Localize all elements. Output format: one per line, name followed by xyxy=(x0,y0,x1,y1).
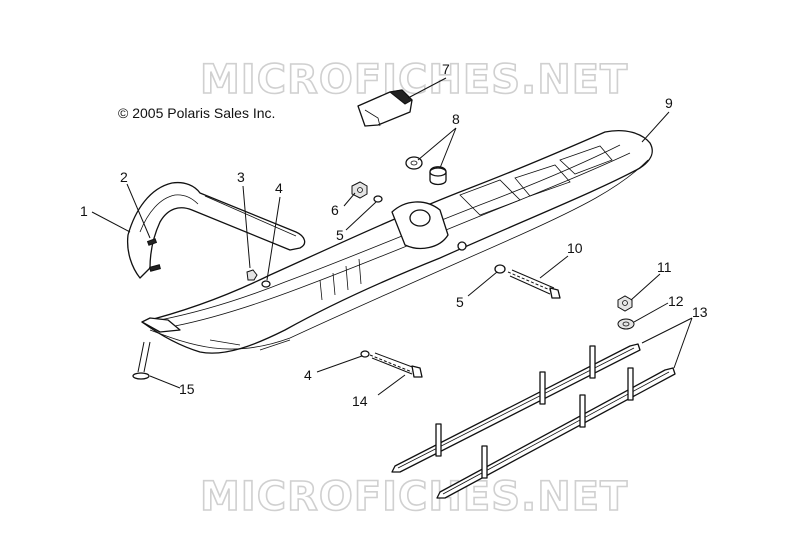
ski-ribs xyxy=(319,258,362,301)
leader-4a xyxy=(266,196,281,281)
leader-9 xyxy=(641,111,670,143)
runner-stud-1 xyxy=(435,423,442,457)
callout-1: 1 xyxy=(80,203,88,219)
leader-12 xyxy=(633,302,669,323)
watermark-top: MICROFICHES.NET xyxy=(200,57,628,103)
callout-15: 15 xyxy=(179,381,195,397)
pin-15-shaft xyxy=(137,341,151,373)
pin-15 xyxy=(132,341,151,380)
leader-10 xyxy=(539,255,569,279)
spindle-bore xyxy=(409,209,431,227)
leader-7 xyxy=(407,77,447,99)
wear-bumper xyxy=(357,89,413,127)
callout-4-upper: 4 xyxy=(275,180,283,196)
leader-11 xyxy=(630,273,661,301)
bumper-top xyxy=(388,89,413,105)
handle-body xyxy=(126,181,306,279)
callout-10: 10 xyxy=(567,240,583,256)
leader-2 xyxy=(126,183,151,239)
bolt-10-shaft xyxy=(509,269,555,295)
callout-8: 8 xyxy=(452,111,460,127)
callout-3: 3 xyxy=(237,169,245,185)
watermark-bottom: MICROFICHES.NET xyxy=(200,474,628,520)
nut-11-hole xyxy=(622,300,628,306)
ski-inner-rail xyxy=(159,144,621,321)
ski-keel-line xyxy=(149,159,649,350)
leader-14 xyxy=(377,374,406,396)
leader-3 xyxy=(242,185,251,269)
callout-7: 7 xyxy=(442,61,450,77)
washer-12-hole xyxy=(622,321,630,327)
washer-5-lower xyxy=(494,264,506,274)
callout-13: 13 xyxy=(692,304,708,320)
ski-outer-shell xyxy=(141,129,653,354)
ski-rib-block-2 xyxy=(514,164,571,197)
washer-5-upper xyxy=(373,195,383,203)
leader-5b xyxy=(467,271,498,297)
leader-6 xyxy=(343,192,356,207)
leader-1 xyxy=(91,211,131,233)
bolt-10-shaft-dashed xyxy=(507,271,551,291)
nut-6-hole xyxy=(357,187,363,193)
copyright-text: © 2005 Polaris Sales Inc. xyxy=(118,105,275,121)
bolt-14-shaft xyxy=(371,352,416,375)
nut-3 xyxy=(246,269,258,281)
handle-inner-line xyxy=(139,194,199,233)
callout-9: 9 xyxy=(665,95,673,111)
washer-12 xyxy=(617,318,635,330)
callouts: 1 2 3 4 4 5 5 6 7 8 9 10 11 12 13 14 15 xyxy=(80,61,708,409)
bumper-edge xyxy=(364,109,381,127)
callout-11: 11 xyxy=(657,259,672,275)
ski-loop-handle xyxy=(126,181,306,279)
leader-13 xyxy=(641,317,693,369)
runner-stud-3 xyxy=(589,345,596,379)
runner-stud-4 xyxy=(481,445,488,479)
bolt-10-head xyxy=(549,287,561,299)
pin-15-head xyxy=(132,372,150,380)
ski-body xyxy=(141,129,653,354)
callout-14: 14 xyxy=(352,393,368,409)
leader-lines xyxy=(91,77,693,396)
handle-clip-upper xyxy=(146,238,158,246)
leader-5a xyxy=(345,201,377,231)
bushing-8b-top xyxy=(429,167,447,177)
ski-inner-rail-2 xyxy=(174,152,631,327)
ski-tip xyxy=(141,317,181,333)
bolt-10 xyxy=(507,269,561,299)
nut-6 xyxy=(351,181,368,199)
washers-8 xyxy=(405,156,447,186)
bolt-14-head xyxy=(411,365,423,378)
handle-rail-line xyxy=(204,195,297,237)
runner-stud-5 xyxy=(579,394,586,428)
runner-stud-2 xyxy=(539,371,546,405)
washer-4-upper xyxy=(261,280,271,288)
callout-5-lower: 5 xyxy=(456,294,464,310)
nut-6-body xyxy=(351,181,368,199)
bolt-14 xyxy=(369,352,423,378)
carbide-runners xyxy=(391,343,676,499)
callout-5-upper: 5 xyxy=(336,227,344,243)
runner-stud-6 xyxy=(627,367,634,401)
callout-6: 6 xyxy=(331,202,339,218)
nut-11 xyxy=(617,295,633,312)
washer-8a-hole xyxy=(410,160,418,166)
callout-4-lower: 4 xyxy=(304,367,312,383)
ski-rib-block-3 xyxy=(559,145,613,175)
leader-15 xyxy=(149,375,181,389)
ski-side-marks xyxy=(209,339,291,351)
bolt-14-shaft-dashed xyxy=(369,354,413,373)
handle-clip-lower xyxy=(149,264,161,272)
leader-4b xyxy=(316,355,363,373)
ski-rib-block xyxy=(459,179,521,216)
leader-8 xyxy=(417,127,457,169)
callout-12: 12 xyxy=(668,293,684,309)
washer-4-lower xyxy=(360,350,370,358)
callout-2: 2 xyxy=(120,169,128,185)
ski-bolt-hole xyxy=(457,241,467,251)
